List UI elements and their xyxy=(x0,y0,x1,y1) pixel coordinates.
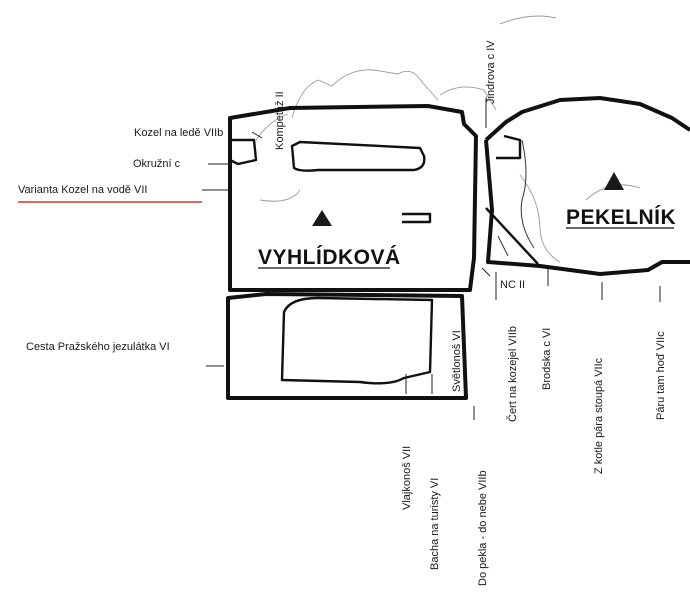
route-label-brodska: Brodska c VI xyxy=(541,328,553,390)
route-label-do-pekla: Do pekla - do nebe VIIb xyxy=(477,470,489,586)
pekelnik-block xyxy=(484,96,690,276)
route-label-paru-tam: Páru tam hoď VIIc xyxy=(655,331,667,420)
summit-triangle-icon xyxy=(604,172,624,190)
route-arrows xyxy=(405,98,661,420)
route-label-varianta-kozel: Varianta Kozel na vodě VII xyxy=(18,184,147,196)
route-label-bacha: Bacha na turisty VI xyxy=(429,478,441,570)
vyhlidkova-upper-block xyxy=(228,104,478,292)
route-label-jindrova: Jindrova c IV xyxy=(485,40,497,104)
terrain-contours xyxy=(255,15,641,263)
massif-name-vyhlidkova: VYHLÍDKOVÁ xyxy=(258,246,401,269)
route-label-nc: NC II xyxy=(500,279,525,291)
route-label-cert: Čert na kozejel VIIb xyxy=(506,326,519,422)
massif-name-pekelnik: PEKELNÍK xyxy=(566,206,676,229)
route-label-z-kotle: Z kotle pára stoupá VIIc xyxy=(593,357,605,474)
route-label-svetlonos: Světlonoš VI xyxy=(451,330,463,392)
route-label-kompetaz: Kompetáž II xyxy=(274,91,286,150)
route-label-vlajkonos: Vlajkonoš VII xyxy=(401,446,413,510)
vyhlidkova-lower-block xyxy=(226,292,468,400)
route-label-kozel-na-lede: Kozel na ledě VIIb xyxy=(134,127,223,139)
route-label-cesta-prazskeho: Cesta Pražského jezulátka VI xyxy=(26,341,170,353)
summit-triangle-icon xyxy=(312,210,332,226)
route-label-okruzni: Okružní c xyxy=(133,158,181,170)
